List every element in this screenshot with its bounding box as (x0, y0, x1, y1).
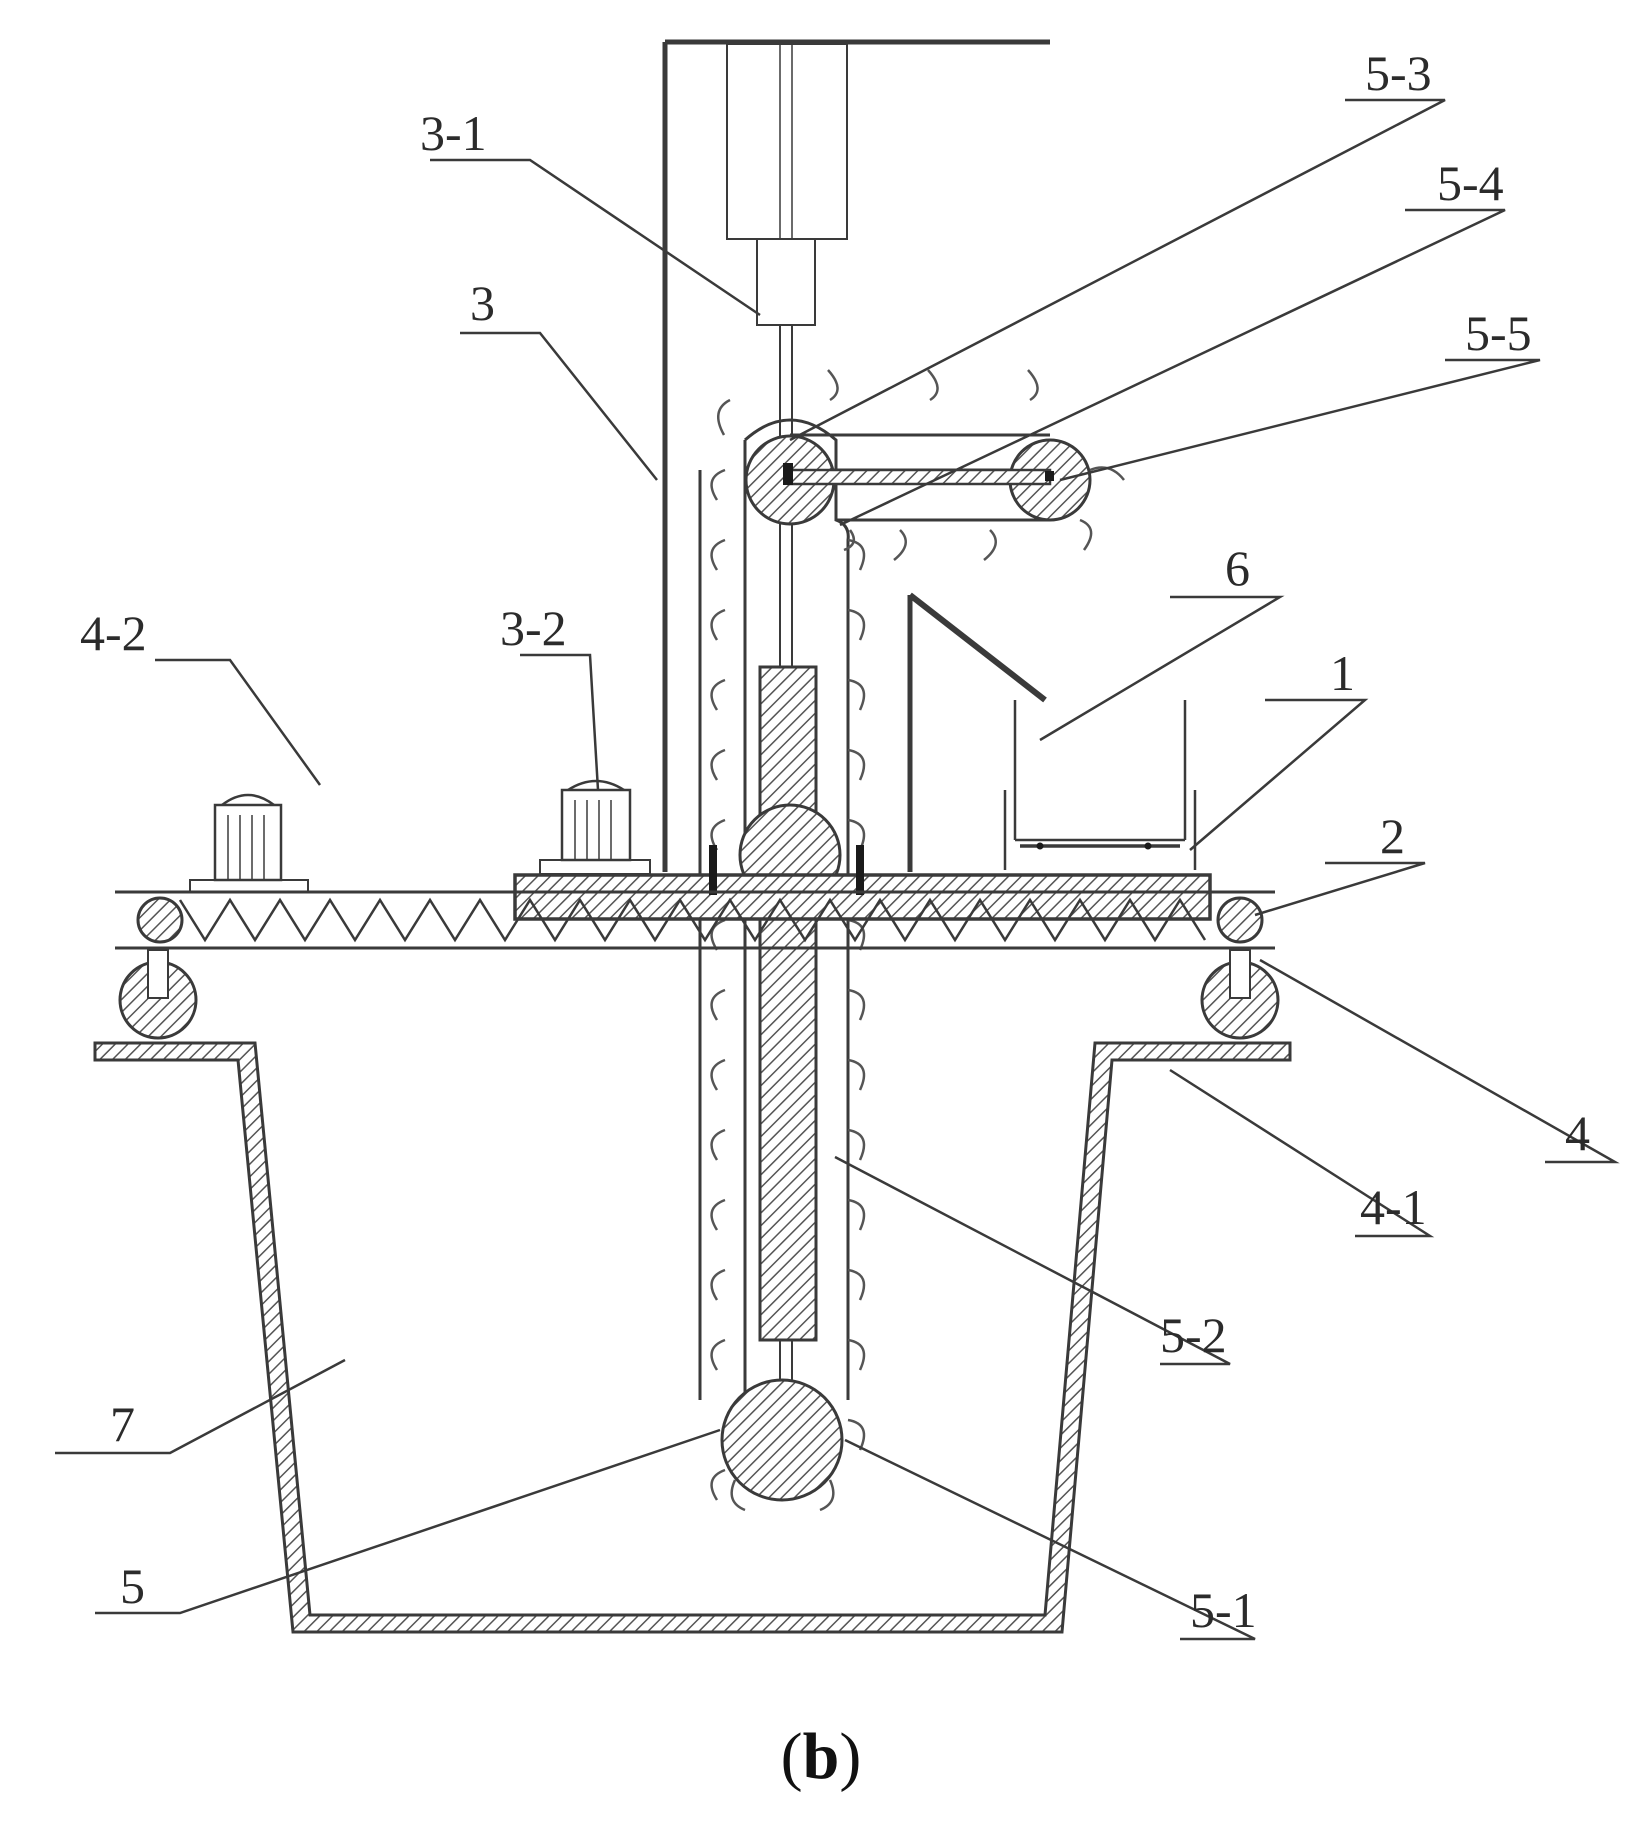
label-5-2: 5-2 (1160, 1307, 1227, 1363)
top-link-arm (783, 463, 1054, 486)
caption-open-paren: ( (781, 1720, 803, 1793)
label-6: 6 (1225, 540, 1250, 596)
label-4: 4 (1565, 1105, 1590, 1161)
label-3-2: 3-2 (500, 600, 567, 656)
leader-lines (55, 98, 1620, 1641)
caption-close-paren: ) (839, 1720, 861, 1793)
wheel-right (1200, 949, 1280, 1040)
label-5-1: 5-1 (1190, 1582, 1257, 1638)
label-4-1: 4-1 (1360, 1179, 1427, 1235)
label-5-5: 5-5 (1465, 305, 1532, 361)
label-5-3: 5-3 (1365, 45, 1432, 101)
scraper-plate (907, 592, 1047, 872)
caption-letter: b (803, 1720, 840, 1793)
label-3: 3 (470, 275, 495, 331)
label-7: 7 (110, 1396, 135, 1452)
label-5-4: 5-4 (1437, 155, 1504, 211)
figure-caption: (b) (781, 1720, 862, 1793)
label-3-1: 3-1 (420, 105, 487, 161)
lifting-bar (758, 665, 818, 1342)
label-1: 1 (1330, 645, 1355, 701)
wheel-left (118, 949, 198, 1040)
platform (513, 845, 1212, 921)
collecting-box (1003, 700, 1197, 870)
vertical-frame (662, 39, 1050, 872)
tank (93, 1041, 1292, 1634)
part-labels: 3-1 3 5-3 5-4 5-5 6 1 2 4-2 3-2 4 4-1 5-… (80, 45, 1590, 1638)
motor-3-2 (539, 779, 651, 875)
motor-4-2 (189, 793, 309, 893)
roller-bottom (720, 1378, 844, 1502)
label-2: 2 (1380, 808, 1405, 864)
label-5: 5 (120, 1558, 145, 1614)
label-4-2: 4-2 (80, 605, 147, 661)
